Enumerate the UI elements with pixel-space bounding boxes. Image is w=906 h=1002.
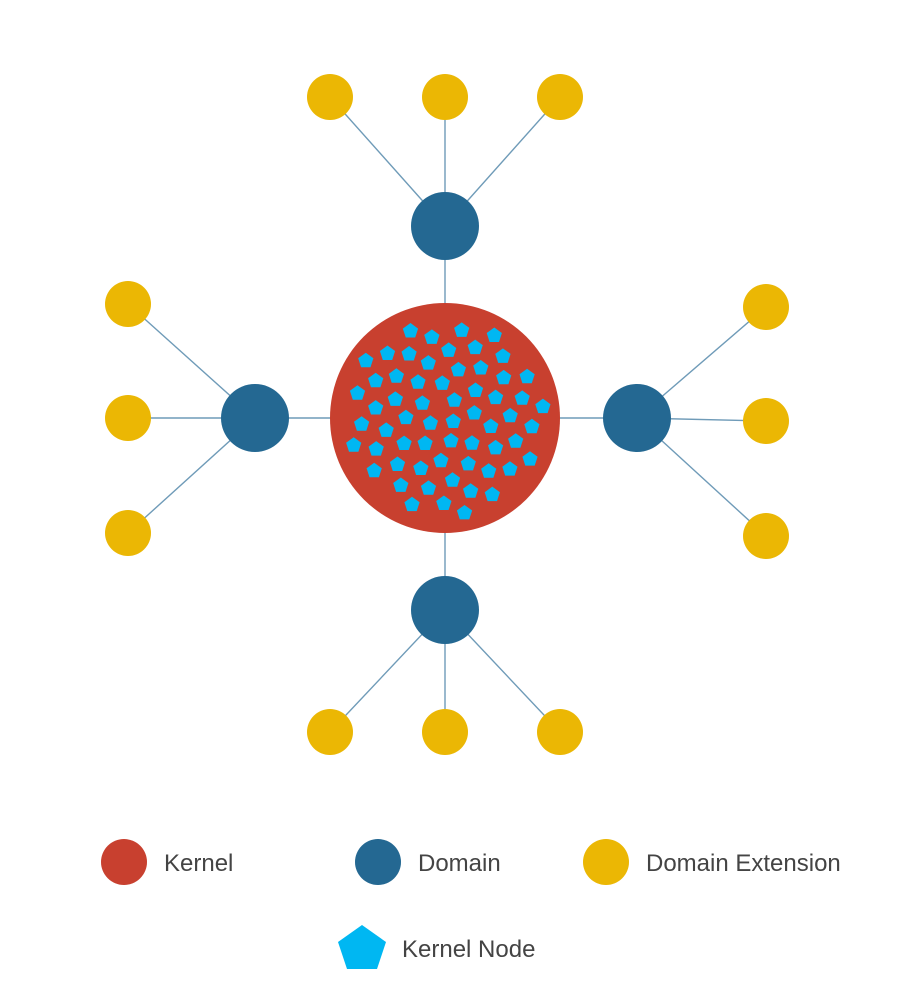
- domain-right: [603, 384, 671, 452]
- kernel-node-pentagon: [420, 355, 436, 370]
- kernel-node-pentagon: [522, 451, 538, 466]
- kernel-node-pentagon: [368, 441, 384, 456]
- kernel-node-pentagon: [519, 368, 535, 384]
- kernel-node-pentagon: [368, 372, 384, 388]
- kernel-node-pentagon: [488, 439, 504, 455]
- legend-domain-swatch: [355, 839, 401, 885]
- kernel-node-pentagon: [387, 391, 403, 406]
- kernel-node-pentagon: [456, 505, 473, 520]
- kernel-node-pentagon: [388, 368, 404, 383]
- kernel-node-pentagon: [496, 369, 512, 385]
- kernel-node-pentagon: [433, 452, 449, 468]
- kernel-node-pentagon: [495, 348, 511, 363]
- kernel-node-pentagon: [402, 323, 419, 338]
- domain-extension-right-1: [743, 284, 789, 330]
- domain-extension-top-3: [537, 74, 583, 120]
- kernel-node-pentagon: [443, 433, 459, 448]
- kernel-node-pentagon: [410, 374, 426, 389]
- domain-extension-left-2: [105, 395, 151, 441]
- kernel-node-pentagon: [396, 435, 412, 450]
- kernel-node-pentagon: [366, 462, 382, 478]
- kernel-node-pentagon: [467, 339, 483, 355]
- kernel-node-pentagon: [473, 360, 489, 375]
- kernel-node-pentagon: [346, 437, 362, 452]
- kernel-node-pentagon: [483, 418, 499, 433]
- domain-bottom: [411, 576, 479, 644]
- kernel-node-pentagon: [524, 418, 540, 434]
- domain-extension-right-2: [743, 398, 789, 444]
- kernel-node-pentagon: [446, 392, 462, 407]
- kernel-node-pentagon: [378, 422, 394, 437]
- kernel-node-pentagon: [354, 416, 370, 431]
- kernel-node-pentagon: [389, 456, 406, 471]
- kernel-node-pentagon: [398, 409, 414, 425]
- domain-extension-right-3: [743, 513, 789, 559]
- kernel-node-pentagon: [463, 483, 479, 498]
- domain-left: [221, 384, 289, 452]
- kernel-node-pentagon: [422, 415, 438, 430]
- kernel-node-pentagon: [401, 346, 417, 361]
- kernel-node-pentagon: [434, 375, 450, 390]
- kernel-node-pentagon: [508, 433, 524, 448]
- legend-kernel-swatch: [101, 839, 147, 885]
- kernel-node-pentagon: [436, 495, 452, 510]
- domain-extension-bottom-3: [537, 709, 583, 755]
- kernel-node-pentagon: [535, 398, 551, 414]
- kernel-node-pentagon: [488, 389, 504, 405]
- domain-extension-top-2: [422, 74, 468, 120]
- kernel-node-pentagon: [349, 385, 366, 400]
- legend: Kernel Domain Domain Extension Kernel No…: [101, 839, 841, 969]
- nodes-layer: [105, 74, 789, 755]
- kernel-node-pentagon: [502, 461, 518, 476]
- kernel-node-pentagon: [460, 455, 476, 471]
- domain-extension-left-1: [105, 281, 151, 327]
- legend-domain-label: Domain: [418, 850, 501, 877]
- kernel-node-pentagon: [514, 390, 530, 405]
- kernel-node-pentagon: [393, 477, 409, 492]
- kernel-node-pentagon: [368, 400, 384, 415]
- kernel-node-pentagon: [441, 342, 457, 357]
- kernel-node-pentagon: [413, 460, 429, 475]
- legend-domain-extension-swatch: [583, 839, 629, 885]
- legend-kernel-node-swatch: [338, 925, 386, 969]
- domain-extension-top-1: [307, 74, 353, 120]
- kernel-node-pentagon: [444, 472, 461, 487]
- kernel-node-pentagon: [420, 480, 437, 495]
- kernel-node-pentagon: [454, 322, 470, 337]
- kernel-node-pentagon: [358, 352, 374, 368]
- kernel-node-pentagon: [486, 327, 502, 342]
- kernel-node-pentagon: [484, 486, 500, 502]
- domain-extension-left-3: [105, 510, 151, 556]
- kernel-node-pentagon: [466, 405, 482, 420]
- legend-domain-extension-label: Domain Extension: [646, 850, 841, 877]
- kernel-nodes-layer: [346, 322, 551, 520]
- kernel-node-pentagon: [404, 496, 420, 512]
- kernel-node-pentagon: [379, 345, 396, 360]
- kernel-node-pentagon: [414, 395, 430, 410]
- kernel-node-pentagon: [467, 382, 484, 397]
- domain-extension-bottom-1: [307, 709, 353, 755]
- domain-extension-bottom-2: [422, 709, 468, 755]
- kernel-node-pentagon: [502, 407, 518, 423]
- kernel-node-pentagon: [481, 463, 497, 478]
- kernel-node-pentagon: [450, 361, 466, 377]
- kernel-node-pentagon: [424, 329, 440, 344]
- kernel-node-pentagon: [464, 435, 480, 450]
- domain-top: [411, 192, 479, 260]
- legend-kernel-label: Kernel: [164, 850, 233, 877]
- legend-kernel-node-label: Kernel Node: [402, 936, 535, 963]
- kernel-node-pentagon: [445, 413, 461, 428]
- kernel-node-pentagon: [417, 435, 433, 450]
